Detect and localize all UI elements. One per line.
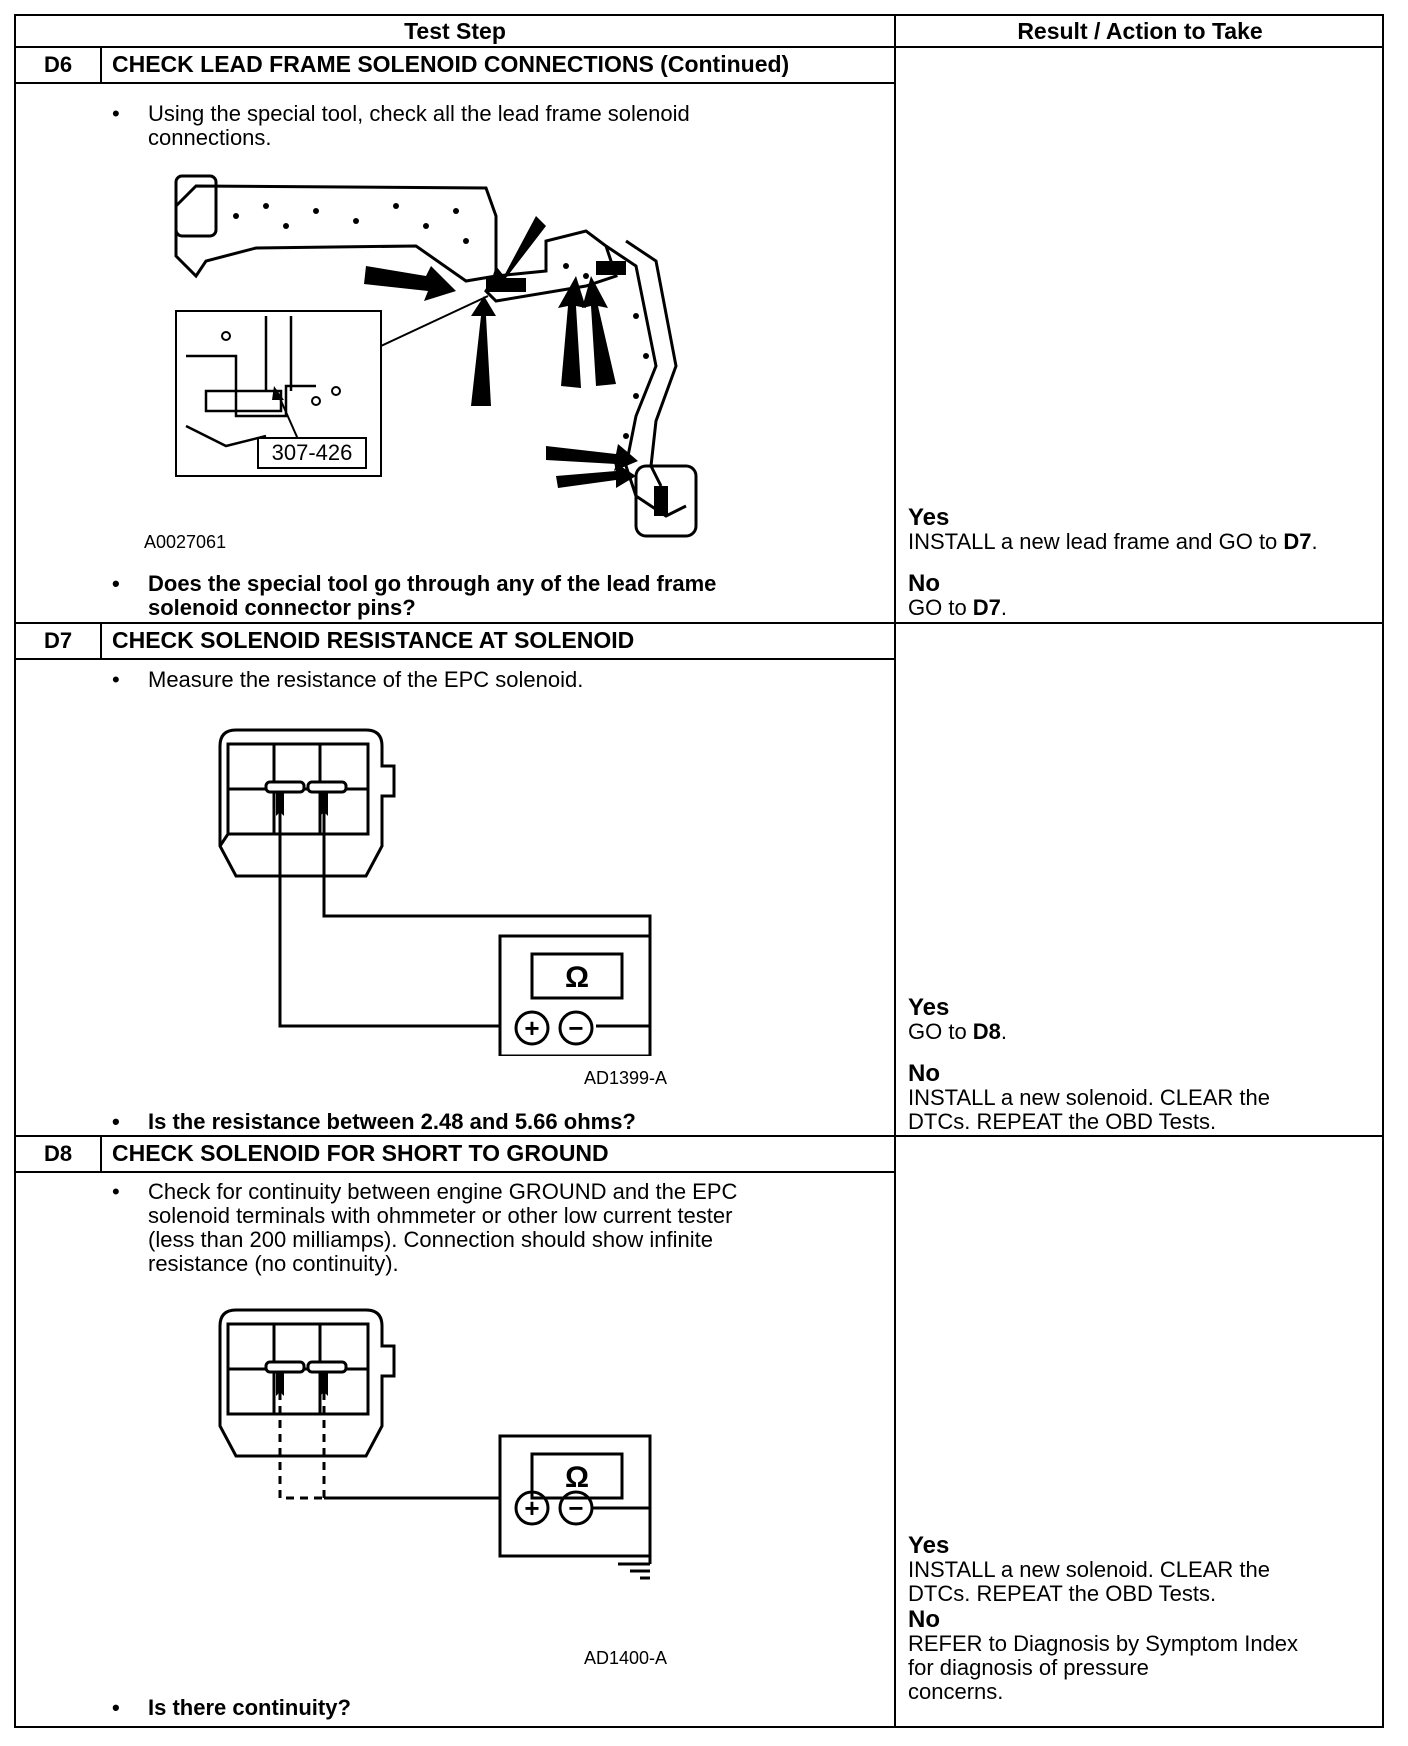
d7-result-no: No INSTALL a new solenoid. CLEAR the DTC… <box>908 1060 1270 1134</box>
bullet-icon: • <box>112 1695 120 1720</box>
header-rule <box>16 46 1384 48</box>
plus-terminal: + <box>524 1493 539 1523</box>
d8-result-no: No REFER to Diagnosis by Symptom Index f… <box>908 1606 1299 1704</box>
d8-title-rule <box>16 1171 896 1173</box>
column-divider <box>894 16 896 1728</box>
minus-terminal: − <box>568 1013 583 1043</box>
step-code-d8: D8 <box>43 1141 73 1166</box>
code-divider-d8 <box>100 1137 102 1171</box>
lead-frame-figure <box>174 174 698 538</box>
ohm-symbol: Ω <box>565 961 589 994</box>
d6-end-rule <box>16 622 1384 624</box>
step-title-d7: CHECK SOLENOID RESISTANCE AT SOLENOID <box>112 627 635 653</box>
bullet-icon: • <box>112 571 120 596</box>
d6-result-no: No GO to D7. <box>908 570 1008 620</box>
d7-result-yes: Yes GO to D8. <box>908 994 1008 1044</box>
epc-ground-figure: Ω + − <box>218 1308 652 1580</box>
d7-figure-id: AD1399-A <box>584 1068 668 1088</box>
d6-figure-id: A0027061 <box>144 532 227 552</box>
step-code-d7: D7 <box>43 628 73 653</box>
step-title-d8: CHECK SOLENOID FOR SHORT TO GROUND <box>112 1140 609 1166</box>
d6-title-rule <box>16 82 896 84</box>
tool-number-label: 307-426 <box>271 440 353 465</box>
bullet-icon: • <box>112 1109 120 1134</box>
epc-resistance-figure: Ω + − <box>218 728 652 1056</box>
d6-result-yes: Yes INSTALL a new lead frame and GO to D… <box>908 504 1318 554</box>
test-step-table: Test Step Result / Action to Take D6 CHE… <box>14 14 1384 1728</box>
step-code-d6: D6 <box>43 52 73 77</box>
bullet-icon: • <box>112 101 120 126</box>
d8-figure-id: AD1400-A <box>584 1648 668 1668</box>
bullet-icon: • <box>112 667 120 692</box>
ohm-symbol: Ω <box>565 1461 589 1494</box>
code-divider-d6 <box>100 48 102 82</box>
bullet-icon: • <box>112 1179 120 1204</box>
step-title-d6: CHECK LEAD FRAME SOLENOID CONNECTIONS (C… <box>112 51 790 77</box>
plus-terminal: + <box>524 1013 539 1043</box>
d8-result-yes: Yes INSTALL a new solenoid. CLEAR the DT… <box>908 1532 1270 1606</box>
header-test-step: Test Step <box>404 18 506 44</box>
d7-title-rule <box>16 658 896 660</box>
header-result-action: Result / Action to Take <box>1017 18 1263 44</box>
code-divider-d7 <box>100 624 102 658</box>
d7-end-rule <box>16 1135 1384 1137</box>
minus-terminal: − <box>568 1493 583 1523</box>
